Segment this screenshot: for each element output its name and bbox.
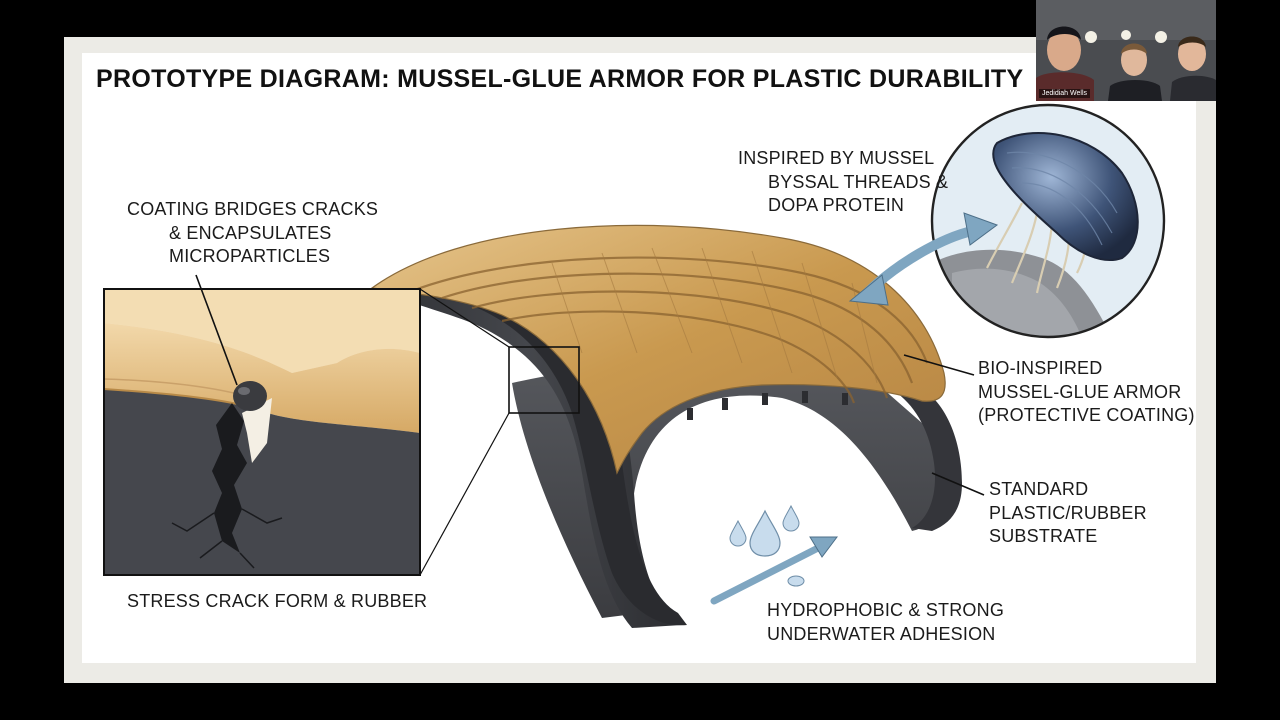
presentation-slide: PROTOTYPE DIAGRAM: MUSSEL-GLUE ARMOR FOR… bbox=[82, 53, 1196, 663]
hydrophobic-label: HYDROPHOBIC & STRONG UNDERWATER ADHESION bbox=[767, 599, 1004, 646]
tire-illustration bbox=[370, 224, 962, 628]
mussel-label-line-3: DOPA PROTEIN bbox=[768, 195, 905, 215]
tire-tread-coating bbox=[370, 224, 946, 475]
tread-notches bbox=[687, 391, 848, 420]
armor-label-line-3: (PROTECTIVE COATING) bbox=[978, 405, 1195, 425]
mussel-label-line-1: INSPIRED BY MUSSEL bbox=[738, 148, 935, 168]
zoom-line-top bbox=[419, 288, 510, 348]
crack-label: STRESS CRACK FORM & RUBBER bbox=[127, 590, 427, 614]
detail-callout-box bbox=[508, 346, 580, 414]
coating-label: COATING BRIDGES CRACKS & ENCAPSULATES MI… bbox=[127, 198, 378, 269]
webcam-video-tile[interactable]: Jedidiah Wells bbox=[1036, 0, 1216, 101]
substrate-label: STANDARD PLASTIC/RUBBER SUBSTRATE bbox=[989, 478, 1147, 549]
coating-pointer-line bbox=[195, 274, 238, 386]
tire-right-end bbox=[897, 383, 962, 531]
substrate-label-line-2: PLASTIC/RUBBER bbox=[989, 502, 1147, 523]
crack-inset bbox=[104, 289, 420, 575]
coating-label-line-1: COATING BRIDGES CRACKS bbox=[127, 199, 379, 219]
tire-shoulder-rubber bbox=[422, 293, 687, 626]
webcam-video-feed bbox=[1036, 0, 1216, 101]
substrate-label-line-3: SUBSTRATE bbox=[989, 526, 1098, 546]
hydrophobic-label-line-2: UNDERWATER ADHESION bbox=[767, 623, 996, 644]
armor-label-line-2: MUSSEL-GLUE ARMOR bbox=[978, 381, 1182, 402]
substrate-pointer-line bbox=[931, 472, 985, 496]
microparticle bbox=[233, 381, 267, 411]
double-arrow-icon bbox=[848, 212, 999, 306]
coating-label-line-3: MICROPARTICLES bbox=[169, 246, 331, 266]
hydrophobic-label-line-1: HYDROPHOBIC & STRONG bbox=[767, 600, 1005, 620]
armor-label-line-1: BIO-INSPIRED bbox=[978, 358, 1103, 378]
tire-diagram bbox=[103, 103, 1166, 628]
zoom-line-bottom bbox=[419, 412, 510, 576]
mussel-label-line-2: BYSSAL THREADS & bbox=[768, 171, 949, 192]
armor-pointer-line bbox=[903, 354, 975, 376]
crack-label-text: STRESS CRACK FORM & RUBBER bbox=[127, 591, 428, 611]
adhesion-arrow-icon bbox=[710, 536, 838, 605]
substrate-label-line-1: STANDARD bbox=[989, 479, 1089, 499]
coating-label-line-2: & ENCAPSULATES bbox=[169, 222, 332, 243]
armor-label: BIO-INSPIRED MUSSEL-GLUE ARMOR (PROTECTI… bbox=[978, 357, 1195, 428]
slide-title: PROTOTYPE DIAGRAM: MUSSEL-GLUE ARMOR FOR… bbox=[96, 65, 1024, 93]
water-drops-icon bbox=[729, 504, 805, 587]
stress-crack bbox=[212, 403, 247, 553]
mussel-label: INSPIRED BY MUSSEL BYSSAL THREADS & DOPA… bbox=[738, 147, 948, 218]
participant-name-tag: Jedidiah Wells bbox=[1039, 89, 1091, 98]
